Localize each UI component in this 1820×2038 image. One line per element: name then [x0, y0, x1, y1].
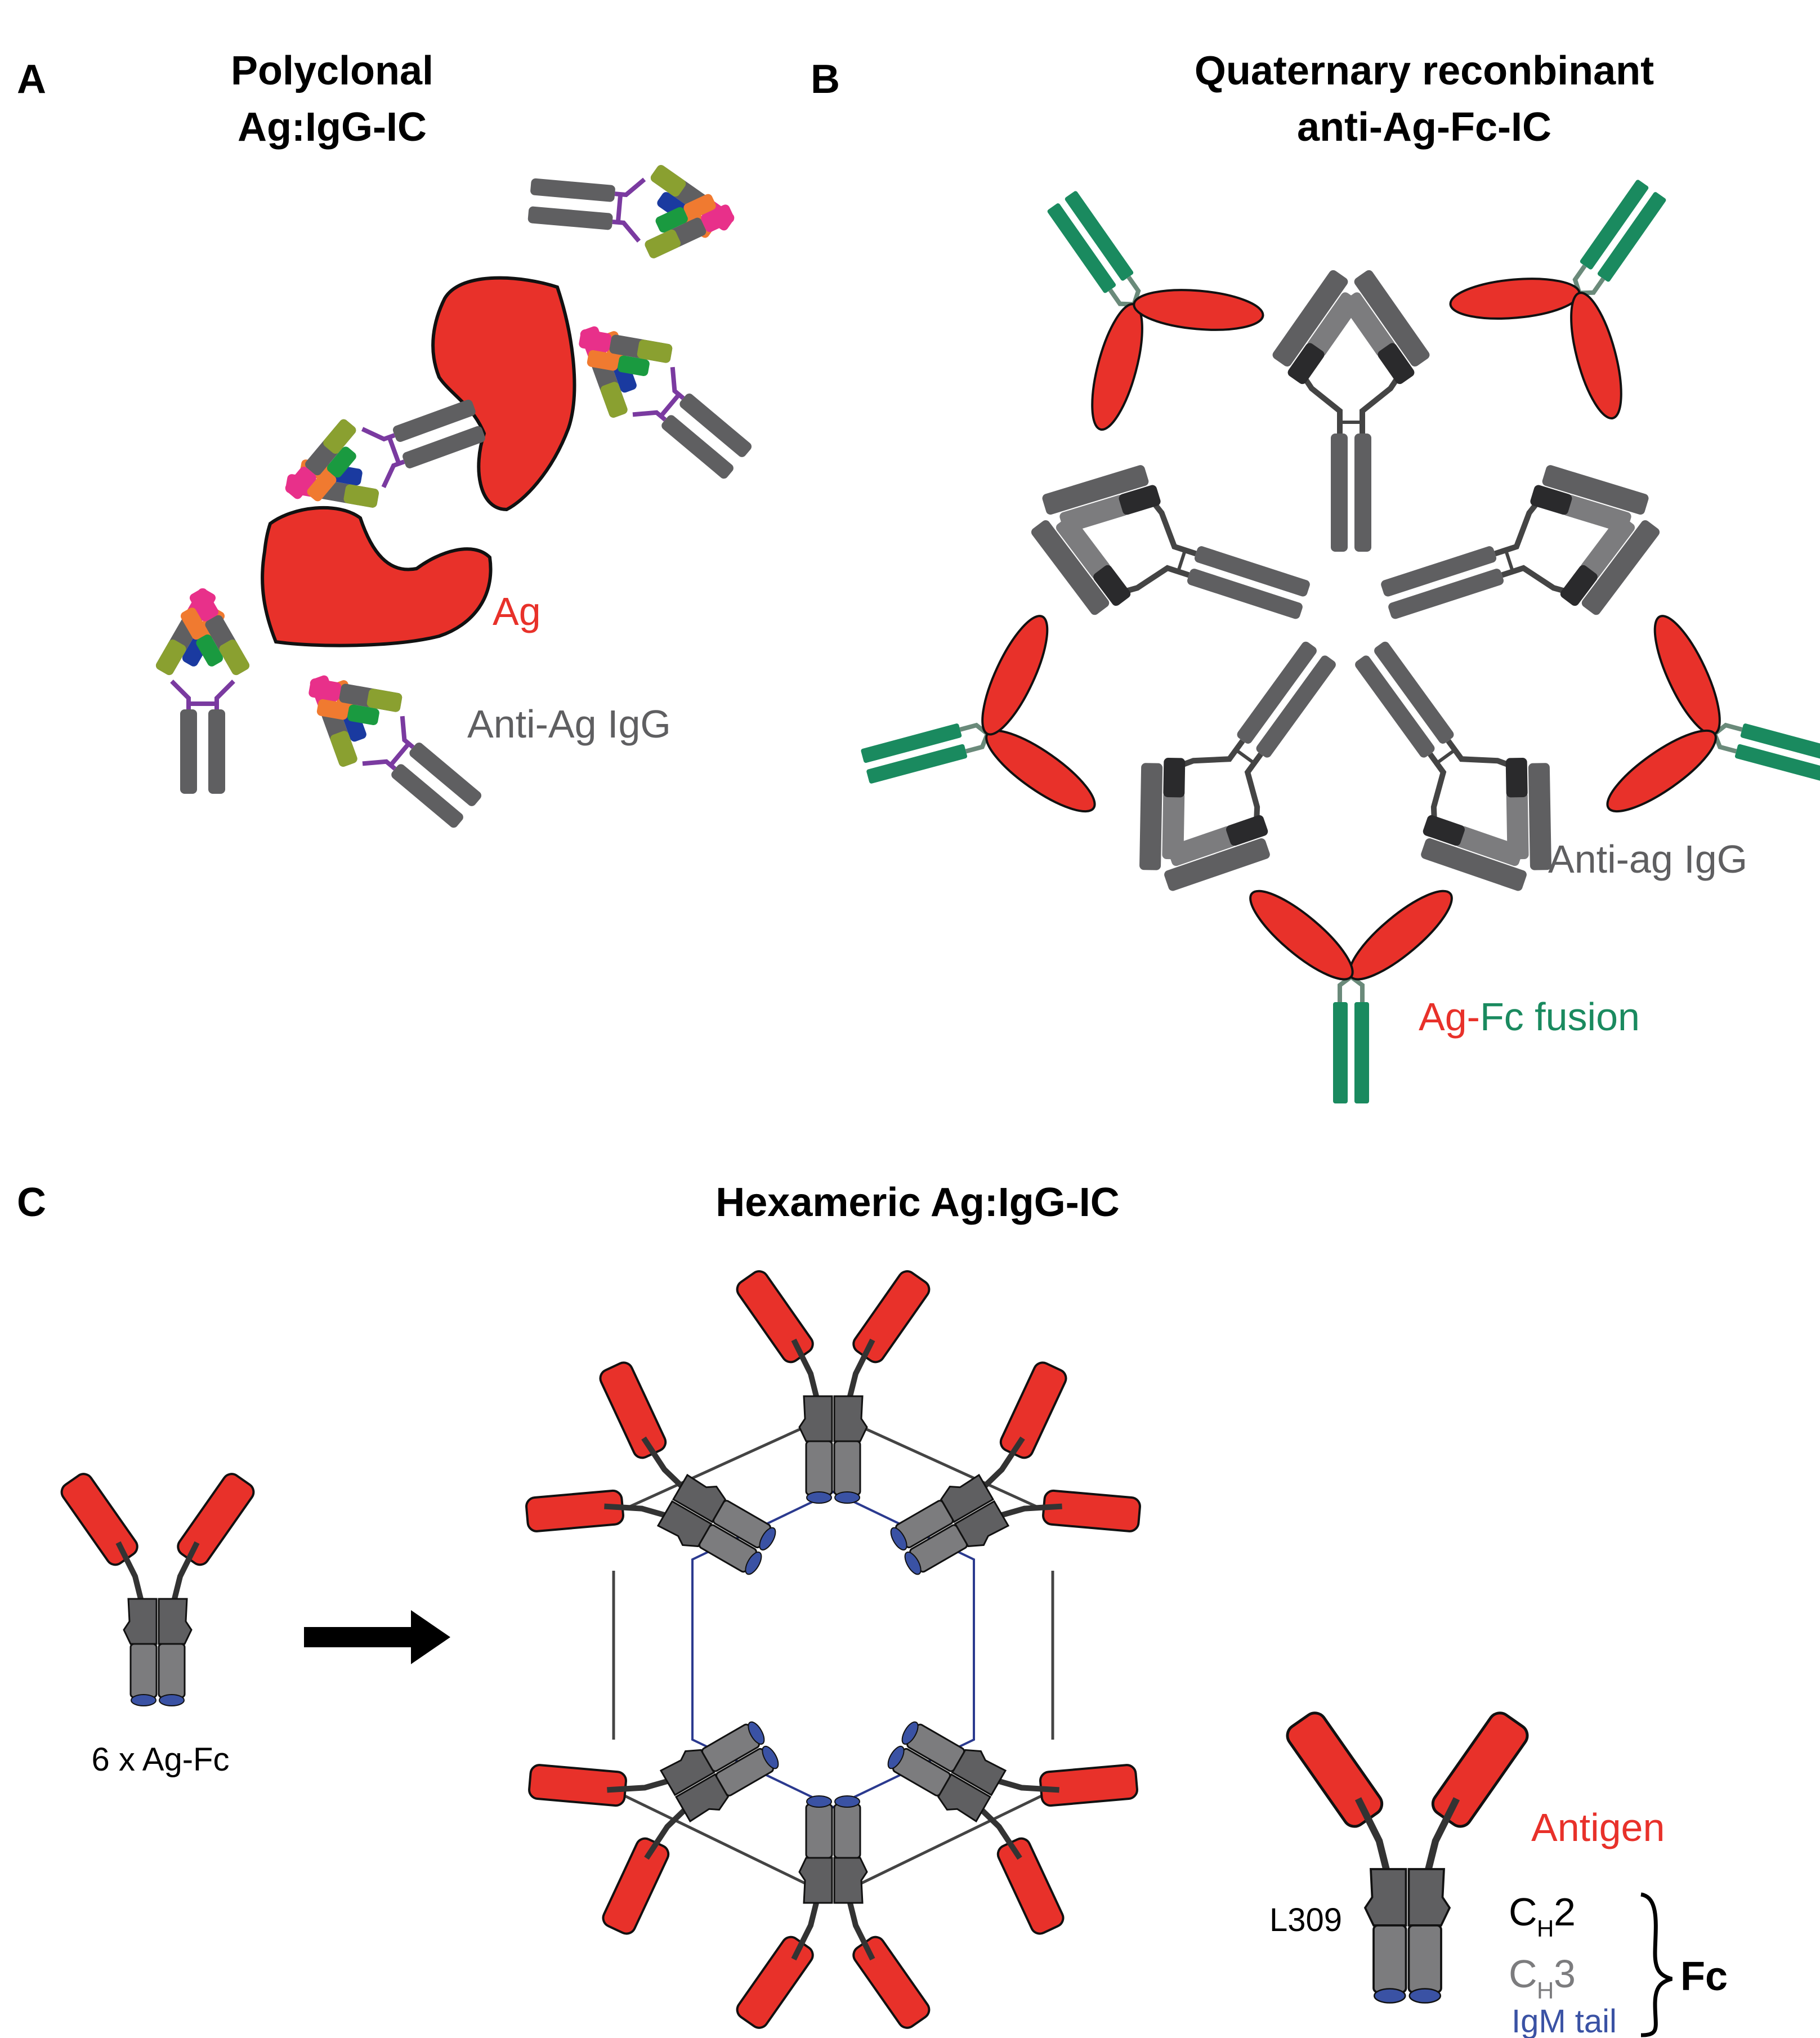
panel-c-label-igm: IgM tail — [1512, 2003, 1617, 2038]
panel-c-label-l309: L309 — [1269, 1902, 1342, 1938]
ag-fc-fusion-3 — [837, 601, 1111, 874]
anti-ag-igg-4 — [1087, 603, 1389, 931]
igg-a-5 — [279, 642, 499, 850]
ch3-subscript: H — [1537, 1977, 1554, 2004]
hexamer-subunit-bottom — [734, 1796, 932, 2031]
arrow-icon — [304, 1610, 450, 1664]
hexamer-subunit-top — [734, 1268, 932, 1503]
ch3-label: C H 3 — [1509, 1952, 1576, 2004]
panel-c-label-antigen: Antigen — [1531, 1805, 1665, 1849]
panel-c: C Hexameric Ag:IgG-IC 6 x Ag-Fc — [17, 1180, 1728, 2038]
antigen-blob-upper — [431, 276, 576, 512]
hexamer-subunit-upper-left — [512, 1350, 815, 1640]
ch2-subscript: H — [1537, 1915, 1554, 1942]
panel-b-label-igg: Anti-ag IgG — [1548, 837, 1747, 881]
hexamer-subunit-upper-right — [851, 1350, 1155, 1640]
hexamer-inner-lines — [691, 1490, 975, 1809]
panel-b-title-line1: Quaternary reconbinant — [1195, 48, 1654, 93]
ag-fc-fusion-2 — [1432, 126, 1743, 437]
panel-c-label-fc: Fc — [1680, 1954, 1728, 1999]
panel-b-label-fusion-ag: Ag- — [1419, 995, 1480, 1039]
panel-c-label-monomer: 6 x Ag-Fc — [92, 1741, 230, 1778]
antigen-blob-lower — [261, 506, 493, 647]
panel-a-label-igg: Anti-Ag IgG — [467, 702, 671, 746]
igg-a-2 — [525, 152, 740, 266]
anti-ag-igg-2 — [1009, 434, 1330, 681]
fc-brace — [1640, 1892, 1673, 2037]
anti-ag-igg-3 — [1360, 434, 1681, 681]
ag-fc-fusion-5 — [1240, 879, 1463, 1103]
panel-c-letter: C — [17, 1180, 46, 1225]
panel-a-label-ag: Ag — [493, 589, 541, 633]
ag-fc-fusion-1 — [970, 137, 1281, 449]
panel-a-letter: A — [17, 57, 46, 102]
panel-a-title-line2: Ag:IgG-IC — [238, 105, 427, 150]
panel-b-label-fusion: Ag-Fc fusion — [1419, 995, 1640, 1039]
hexamer-outer-lines — [612, 1423, 1054, 1888]
ch2-letter: C — [1509, 1890, 1537, 1934]
anti-ag-igg-1 — [1268, 269, 1435, 552]
panel-a: A Polyclonal Ag:IgG-IC Ag Anti-Ag IgG — [17, 48, 770, 850]
panel-c-title: Hexameric Ag:IgG-IC — [716, 1180, 1120, 1225]
ch3-number: 3 — [1554, 1952, 1576, 1996]
hexamer-subunit-lower-right — [848, 1656, 1152, 1946]
panel-b: B Quaternary reconbinant anti-Ag-Fc-IC A… — [811, 48, 1820, 1103]
ch2-label: C H 2 — [1509, 1890, 1576, 1942]
panel-b-label-fusion-fc: Fc fusion — [1480, 995, 1640, 1039]
hexamer-subunit-lower-left — [515, 1656, 818, 1946]
ag-fc-monomer — [58, 1471, 257, 1706]
ch3-letter: C — [1509, 1952, 1537, 1996]
ag-fc-labeled-monomer — [1283, 1709, 1532, 2003]
panel-b-title-line2: anti-Ag-Fc-IC — [1297, 105, 1551, 150]
ag-fc-fusion-4 — [1591, 601, 1820, 874]
panel-a-title-line1: Polyclonal — [231, 48, 433, 93]
igg-a-1 — [154, 587, 251, 794]
igg-a-3 — [549, 293, 770, 500]
panel-b-letter: B — [811, 57, 840, 102]
ch2-number: 2 — [1554, 1890, 1576, 1934]
